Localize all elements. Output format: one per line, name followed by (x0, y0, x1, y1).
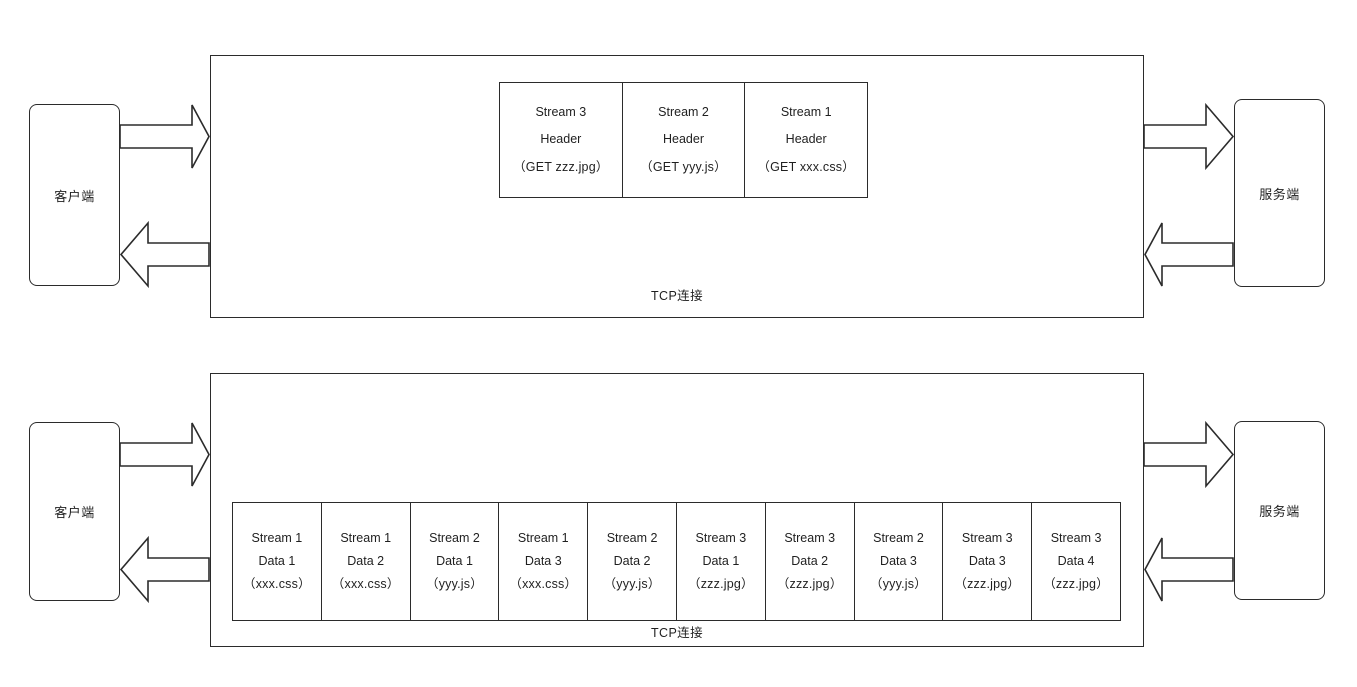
connection-to-server-top-arrow (1143, 102, 1235, 171)
data-frame-cell: Stream 1 Data 2 （xxx.css） (322, 503, 411, 620)
tcp-connection-bottom-label: TCP连接 (650, 626, 703, 640)
data-frame-cell: Stream 1 Data 3 （xxx.css） (499, 503, 589, 620)
client-label: 客户端 (54, 505, 95, 520)
client-to-connection-top-arrow (119, 104, 210, 169)
server-node-top: 服务端 (1234, 99, 1325, 287)
client-node-bottom: 客户端 (29, 422, 120, 601)
server-label: 服务端 (1259, 186, 1300, 202)
data-frame-cell: Stream 3 Data 3 （zzz.jpg） (943, 503, 1033, 620)
data-frame-cell: Stream 1 Data 1 （xxx.css） (233, 503, 322, 620)
client-node-top: 客户端 (29, 104, 120, 286)
data-frame-cell: Stream 2 Data 1 （yyy.js） (411, 503, 500, 620)
server-label: 服务端 (1259, 504, 1300, 519)
client-label: 客户端 (54, 188, 95, 204)
header-frames-strip: Stream 3 Header （GET zzz.jpg） Stream 2 H… (499, 82, 868, 198)
tcp-connection-top-label: TCP连接 (650, 289, 703, 303)
client-to-connection-bottom-arrow (119, 422, 210, 487)
data-frame-cell: Stream 3 Data 4 （zzz.jpg） (1043, 530, 1109, 592)
connection-to-server-bottom-arrow (1143, 420, 1235, 489)
data-frames-strip: Stream 1 Data 1 （xxx.css） Stream 1 Data … (232, 502, 1121, 621)
data-frame-cell: Stream 2 Data 3 （yyy.js） (855, 503, 944, 620)
server-to-connection-top-arrow (1144, 222, 1234, 287)
header-frame-cell: Stream 1 Header （GET xxx.css） (757, 105, 855, 174)
header-frame-cell: Stream 3 Header （GET zzz.jpg） (500, 83, 623, 197)
data-frame-cell: Stream 3 Data 1 （zzz.jpg） (677, 503, 766, 620)
server-to-connection-bottom-arrow (1144, 537, 1234, 602)
connection-to-client-bottom-arrow (119, 535, 210, 604)
data-frame-cell: Stream 3 Data 2 （zzz.jpg） (766, 503, 855, 620)
connection-to-client-top-arrow (119, 220, 210, 289)
data-frame-cell: Stream 2 Data 2 （yyy.js） (588, 503, 677, 620)
header-frame-cell: Stream 2 Header （GET yyy.js） (623, 83, 746, 197)
server-node-bottom: 服务端 (1234, 421, 1325, 600)
